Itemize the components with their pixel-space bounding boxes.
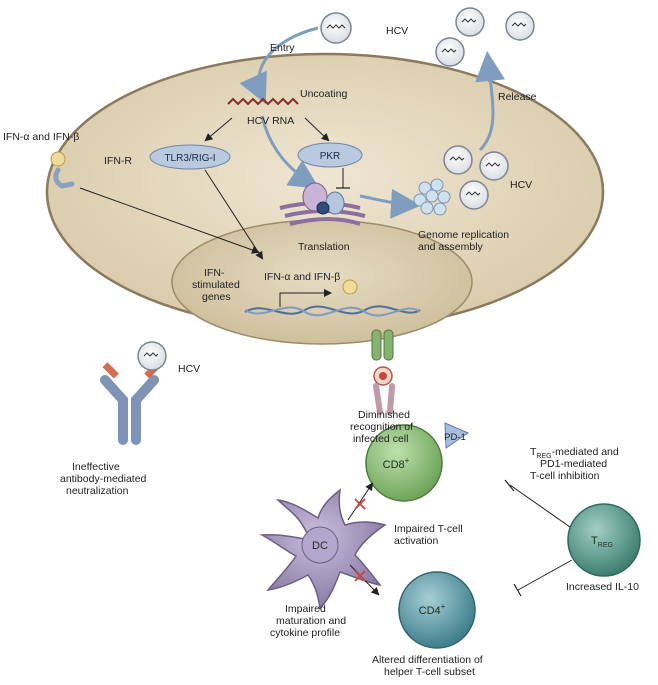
ifn-product-icon (342, 279, 358, 295)
label-isg-3: genes (202, 291, 231, 303)
ifn-ligand-icon (50, 151, 66, 167)
label-cd8: CD8+ (383, 456, 410, 471)
label-impaired-t-1: Impaired T-cell (394, 523, 463, 535)
released-virion-icon (435, 37, 465, 67)
assembled-virion-icon (443, 145, 473, 175)
entry-arrow (239, 26, 319, 105)
pkr-pill (297, 142, 363, 168)
label-altered-1: Altered differentiation of (372, 654, 483, 666)
label-ineffective-1: Ineffective (72, 461, 120, 473)
transcription-arrow (279, 289, 332, 307)
blocked-differentiation-cross-icon (354, 570, 366, 582)
label-hcv-top: HCV (386, 25, 408, 37)
label-pkr: PKR (320, 151, 341, 162)
release-arrow (475, 51, 506, 152)
label-increased-il10: Increased IL-10 (566, 581, 639, 593)
ribosome-er-icon (279, 182, 366, 226)
antibody-icon (100, 362, 161, 445)
dc-nucleus (301, 526, 339, 564)
label-ifn-nucleus: IFN-α and IFN-β (264, 271, 340, 283)
cd8-t-cell (365, 424, 443, 502)
treg-to-cd8-inhibition-line (509, 484, 571, 528)
label-ifn-r: IFN-R (104, 155, 132, 167)
label-treg-mediated: TREG-mediated and (530, 446, 619, 460)
label-impaired-t-2: activation (394, 535, 439, 547)
label-hcv-cluster: HCV (510, 179, 532, 191)
ifn-r-signal-arrow (79, 187, 260, 254)
label-t-cell-inhibition: T-cell inhibition (530, 470, 600, 482)
label-genome-replication-2: and assembly (418, 241, 484, 253)
label-entry: Entry (270, 42, 295, 54)
label-ineffective-3: neutralization (66, 485, 129, 497)
label-pd1: PD-1 (444, 432, 466, 443)
tlr3-signal-arrow (204, 169, 264, 260)
label-diminished-2: recognition of (350, 421, 413, 433)
hcv-virion-icon (320, 12, 352, 44)
released-virion-icon (505, 11, 535, 41)
label-cd4: CD4+ (419, 602, 446, 617)
label-impaired-maturation-2: maturation and (276, 615, 346, 627)
label-hcv-antibody: HCV (178, 363, 200, 375)
mhc-tcr-complex-icon (371, 329, 395, 415)
label-ineffective-2: antibody-mediated (60, 473, 147, 485)
label-release: Release (498, 91, 537, 103)
treg-to-cd4-inhibition-line (517, 559, 573, 591)
assembled-virion-icon (459, 180, 489, 210)
label-altered-2: helper T-cell subset (384, 666, 475, 678)
released-virion-icon (455, 7, 485, 37)
ifn-receptor-icon (53, 167, 75, 189)
label-genome-replication-1: Genome replication (418, 229, 509, 241)
assembled-virion-icon (479, 151, 509, 181)
label-dc: DC (312, 540, 328, 552)
label-translation: Translation (298, 241, 350, 253)
label-isg-2: stimulated (192, 279, 240, 291)
hcv-virion-near-antibody-icon (137, 341, 167, 371)
label-pd1-mediated: PD1-mediated (540, 458, 607, 470)
label-uncoating: Uncoating (300, 88, 347, 100)
tlr3-rig-i-pill (149, 144, 231, 170)
label-isg-1: IFN- (204, 267, 225, 279)
dna-helix-icon (244, 305, 421, 317)
hcv-rna-strand (227, 97, 299, 106)
label-diminished-1: Diminished (358, 409, 410, 421)
blocked-activation-cross-icon (354, 498, 366, 510)
label-tlr3-rig-i: TLR3/RIG-I (164, 153, 215, 164)
replication-arrow (359, 188, 421, 219)
rna-to-pkr-arrow (304, 117, 330, 142)
label-impaired-maturation-1: Impaired (285, 603, 326, 615)
rna-to-tlr3-arrow (204, 117, 233, 142)
label-ifn-outside: IFN-α and IFN-β (3, 131, 79, 143)
pd1-receptor-icon (444, 422, 470, 449)
replication-complex-icon (413, 178, 451, 216)
label-diminished-3: infected cell (353, 433, 408, 445)
label-treg-cell: TREG (591, 535, 613, 549)
treg-cell (567, 503, 641, 577)
rna-translation-arrow (260, 115, 320, 189)
label-impaired-maturation-3: cytokine profile (270, 627, 340, 639)
label-hcv-rna: HCV RNA (247, 115, 294, 127)
dc-to-cd8-arrow (347, 482, 374, 521)
cd4-t-cell (398, 571, 476, 649)
